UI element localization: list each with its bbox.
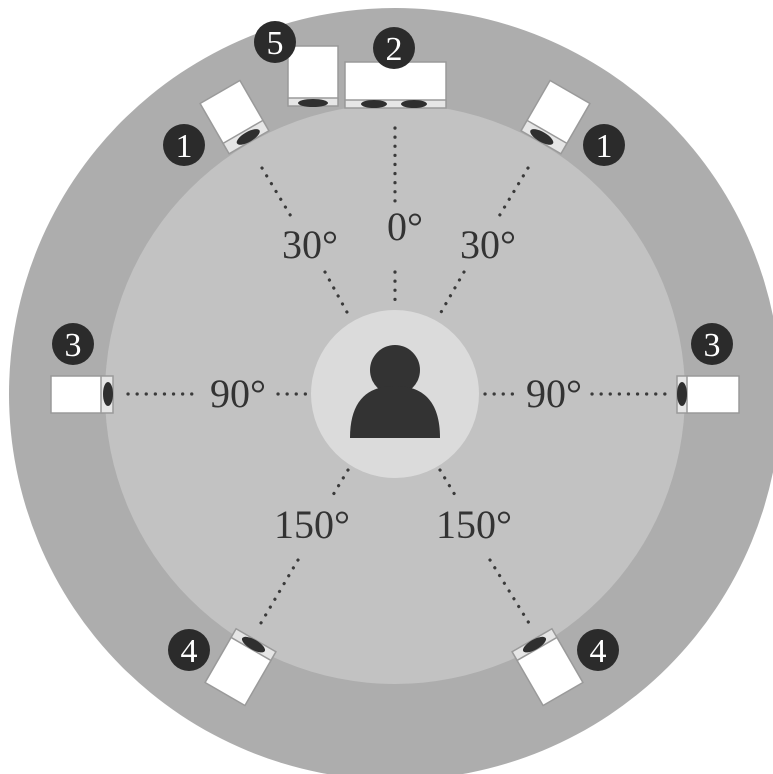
subwoofer-speaker <box>288 46 338 107</box>
side-left-badge: 3 <box>52 323 94 365</box>
front-left-badge: 1 <box>163 124 205 166</box>
center-speaker-badge: 2 <box>373 27 415 69</box>
angle-label-side-left: 90° <box>210 371 266 416</box>
svg-text:4: 4 <box>590 633 607 670</box>
svg-text:5: 5 <box>267 25 284 62</box>
rear-left-badge: 4 <box>168 629 210 671</box>
front-right-badge: 1 <box>583 124 625 166</box>
angle-label-rear-right: 150° <box>436 502 512 547</box>
angle-label-front-left: 30° <box>282 222 338 267</box>
angle-label-center: 0° <box>387 204 423 249</box>
angle-label-side-right: 90° <box>526 371 582 416</box>
side-right-badge: 3 <box>691 323 733 365</box>
side-right-speaker <box>677 376 739 413</box>
angle-label-front-right: 30° <box>460 222 516 267</box>
svg-text:3: 3 <box>65 327 82 364</box>
svg-text:3: 3 <box>704 327 721 364</box>
svg-text:4: 4 <box>181 633 198 670</box>
side-left-speaker <box>51 376 113 413</box>
svg-text:1: 1 <box>596 128 613 165</box>
rear-right-badge: 4 <box>577 629 619 671</box>
angle-label-rear-left: 150° <box>274 502 350 547</box>
subwoofer-badge: 5 <box>254 21 296 63</box>
svg-text:1: 1 <box>176 128 193 165</box>
svg-text:2: 2 <box>386 31 403 68</box>
